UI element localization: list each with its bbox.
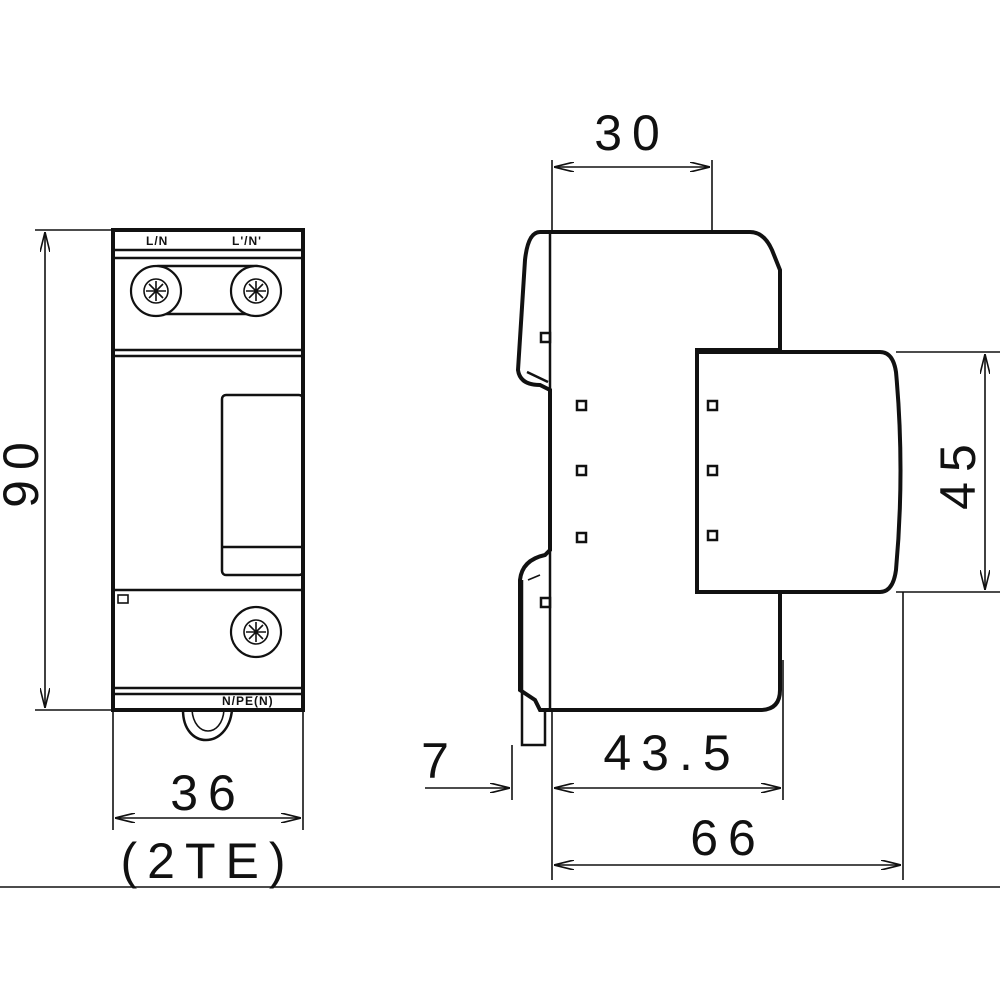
terminal-label-top-right: L'/N' [232, 234, 262, 248]
dim-label-rail: 7 [421, 733, 459, 789]
dim-label-total: 66 [690, 810, 766, 866]
indicator-mark [117, 594, 129, 604]
rail-latch [520, 580, 547, 747]
body-marker-4 [575, 531, 588, 544]
dim-label-width-units: (2TE) [121, 833, 296, 889]
terminal-label-bottom: N/PE(N) [222, 694, 274, 708]
screw-bottom-icon [229, 605, 283, 659]
cartridge-marker-1 [706, 399, 719, 412]
terminal-label-top-left: L/N [146, 234, 168, 248]
cartridge-marker-2 [706, 464, 719, 477]
body-marker-2 [575, 399, 588, 412]
status-window [220, 393, 305, 577]
dim-label-right: 45 [930, 434, 986, 510]
dim-label-width: 36 [170, 765, 246, 821]
rail-clip [181, 709, 234, 742]
screw-top-left-icon [129, 264, 183, 318]
screw-top-right-icon [229, 264, 283, 318]
side-view: 30 45 7 43.5 66 [421, 105, 1000, 880]
dim-label-body: 43.5 [603, 725, 740, 781]
body-marker-3 [575, 464, 588, 477]
body-marker-1 [539, 331, 552, 344]
front-view: L/N L'/N' N/PE(N) 90 36 (2TE) [0, 228, 305, 889]
dim-label-top: 30 [594, 105, 670, 161]
cartridge-marker-3 [706, 529, 719, 542]
plug-in-cartridge [695, 350, 903, 594]
body-marker-5 [539, 596, 552, 609]
dim-label-height: 90 [0, 432, 49, 508]
side-housing [515, 230, 782, 712]
